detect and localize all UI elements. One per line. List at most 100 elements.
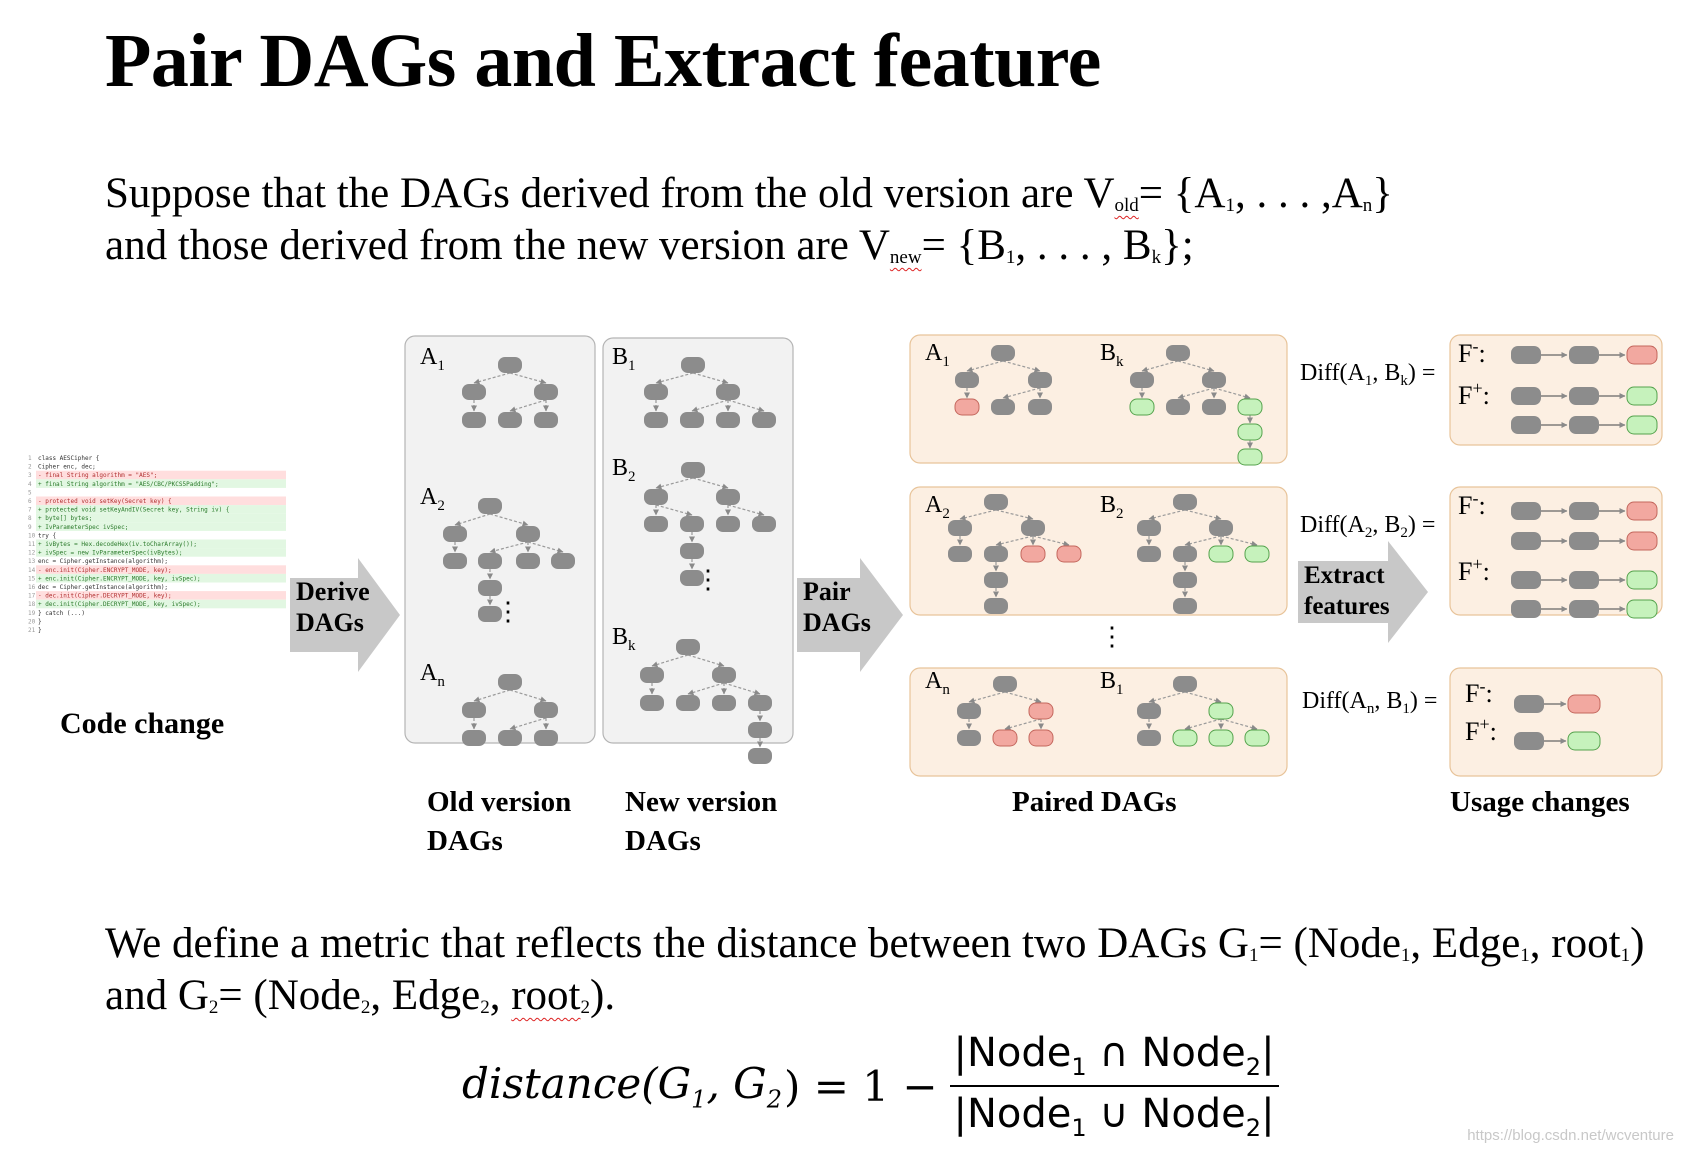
dag-node	[534, 702, 558, 718]
dag-node	[1137, 546, 1161, 562]
dag-node	[1137, 703, 1161, 719]
code-line: } catch (...)	[38, 610, 85, 617]
dag-node	[1028, 399, 1052, 415]
intro-line-2: and those derived from the new version a…	[105, 222, 1194, 269]
dag-node	[1173, 676, 1197, 692]
dag-node	[498, 412, 522, 428]
code-line-number: 11	[28, 541, 36, 548]
dag-node	[1028, 372, 1052, 388]
dag-node	[640, 667, 664, 683]
dag-edge	[1184, 535, 1222, 547]
dag-node	[534, 412, 558, 428]
usage-node	[1626, 599, 1658, 619]
usage-node	[1626, 501, 1658, 521]
dag-edge	[1004, 691, 1042, 704]
dag-node	[748, 695, 772, 711]
code-line-number: 21	[28, 627, 36, 634]
dag-edge	[727, 399, 765, 413]
dag-node	[984, 494, 1008, 510]
dag-node	[1137, 520, 1161, 536]
dag-node	[462, 702, 486, 718]
fminus-label-1: F-:	[1458, 336, 1486, 368]
dag-node	[1166, 399, 1190, 415]
dag-node	[1208, 729, 1234, 747]
dag-node	[676, 639, 700, 655]
derive-label-1: Derive	[296, 577, 370, 606]
dag-node	[443, 526, 467, 542]
usage-node	[1511, 416, 1541, 434]
code-change-label: Code change	[60, 707, 224, 740]
fplus-label-3: F+:	[1465, 714, 1497, 746]
new-version-caption-1: New version	[625, 786, 777, 818]
code-line-added-bg	[36, 548, 286, 557]
formula-fraction: |Node1 ∩ Node2| |Node1 ∪ Node2|	[949, 1030, 1279, 1142]
paired-panel-3	[909, 667, 1288, 777]
dag-node	[984, 572, 1008, 588]
dag-edge	[687, 654, 725, 668]
usage-node	[1626, 570, 1658, 590]
dag-node	[1173, 546, 1197, 562]
dag-edge	[527, 541, 564, 554]
code-line: try {	[38, 532, 56, 539]
dag-edge	[692, 477, 729, 490]
old-version-caption-2: DAGs	[427, 825, 503, 857]
dag-node	[1173, 572, 1197, 588]
paired-panel-1	[909, 334, 1288, 464]
code-line-number: 2	[28, 464, 32, 471]
code-line-number: 10	[28, 532, 36, 539]
code-line: }	[38, 618, 42, 625]
dag-edge	[995, 509, 1034, 521]
pipeline-diagram: 1 class AESCipher {2 Cipher enc, dec;3- …	[28, 334, 1663, 857]
dag-edge	[1002, 387, 1041, 400]
dag-node	[1130, 372, 1154, 388]
paired-label-an: An	[925, 668, 950, 698]
dag-node	[534, 384, 558, 400]
dag-edge	[1184, 509, 1222, 521]
dag-node	[752, 412, 776, 428]
usage-node	[1567, 731, 1601, 751]
pair-label-2: DAGs	[803, 608, 871, 637]
usage-node	[1511, 346, 1541, 364]
formula-lhs: distance(G1, G2	[462, 1058, 782, 1114]
code-line-added-bg	[36, 522, 286, 531]
dag-node	[984, 598, 1008, 614]
code-line: - protected void setKey(Secret key) {	[38, 498, 172, 505]
code-line-added-bg	[36, 505, 286, 514]
dag-node	[712, 695, 736, 711]
dag-node	[716, 384, 740, 400]
usage-node	[1569, 346, 1599, 364]
paired-label-a1: A1	[925, 340, 950, 370]
dag-edge	[1177, 387, 1215, 400]
dag-edge	[1002, 360, 1041, 373]
paired-label-a2: A2	[925, 492, 950, 522]
code-line-added-bg	[36, 513, 286, 523]
dag-node	[955, 372, 979, 388]
code-line-number: 3	[28, 472, 32, 479]
dag-node	[681, 462, 705, 478]
dag-trees	[443, 345, 1658, 764]
dag-node	[1129, 398, 1155, 416]
dag-node	[680, 543, 704, 559]
dag-node	[498, 357, 522, 373]
dag-node	[948, 520, 972, 536]
usage-changes-caption: Usage changes	[1450, 786, 1630, 818]
dag-edge	[723, 682, 761, 696]
dag-node	[516, 526, 540, 542]
code-line-number: 14	[28, 567, 36, 574]
code-line: dec = Cipher.getInstance(algorithm);	[38, 584, 168, 591]
code-line-added-bg	[36, 599, 286, 609]
paired-label-bk: Bk	[1100, 340, 1124, 370]
code-line-added-bg	[36, 539, 286, 549]
dag-node	[1237, 398, 1263, 416]
dag-node	[644, 412, 668, 428]
dag-node	[752, 516, 776, 532]
code-line-number: 8	[28, 515, 32, 522]
dag-node	[1237, 423, 1263, 441]
code-line: + IvParameterSpec ivSpec;	[38, 524, 128, 531]
dag-node	[1020, 545, 1046, 563]
usage-panel-2	[1449, 486, 1663, 616]
usage-node	[1569, 571, 1599, 589]
usage-node	[1511, 502, 1541, 520]
dag-edge	[473, 372, 511, 385]
code-line-number: 15	[28, 575, 36, 582]
